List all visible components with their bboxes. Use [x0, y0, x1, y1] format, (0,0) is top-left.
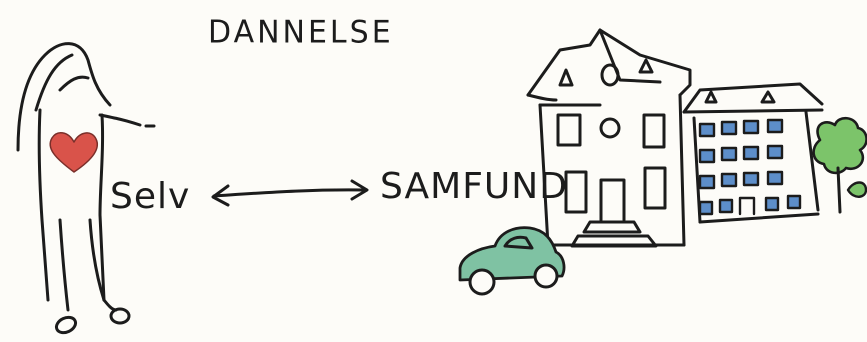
bidirectional-arrow [211, 179, 369, 207]
tree-icon [812, 116, 867, 214]
person-figure [16, 42, 156, 335]
right-label-samfund: SAMFUND [380, 166, 568, 207]
heart-icon [49, 132, 98, 173]
diagram-title: DANNELSE [208, 14, 394, 51]
left-label-selv: Selv [110, 176, 191, 217]
car-icon [458, 226, 566, 296]
buildings-illustration [526, 28, 824, 248]
